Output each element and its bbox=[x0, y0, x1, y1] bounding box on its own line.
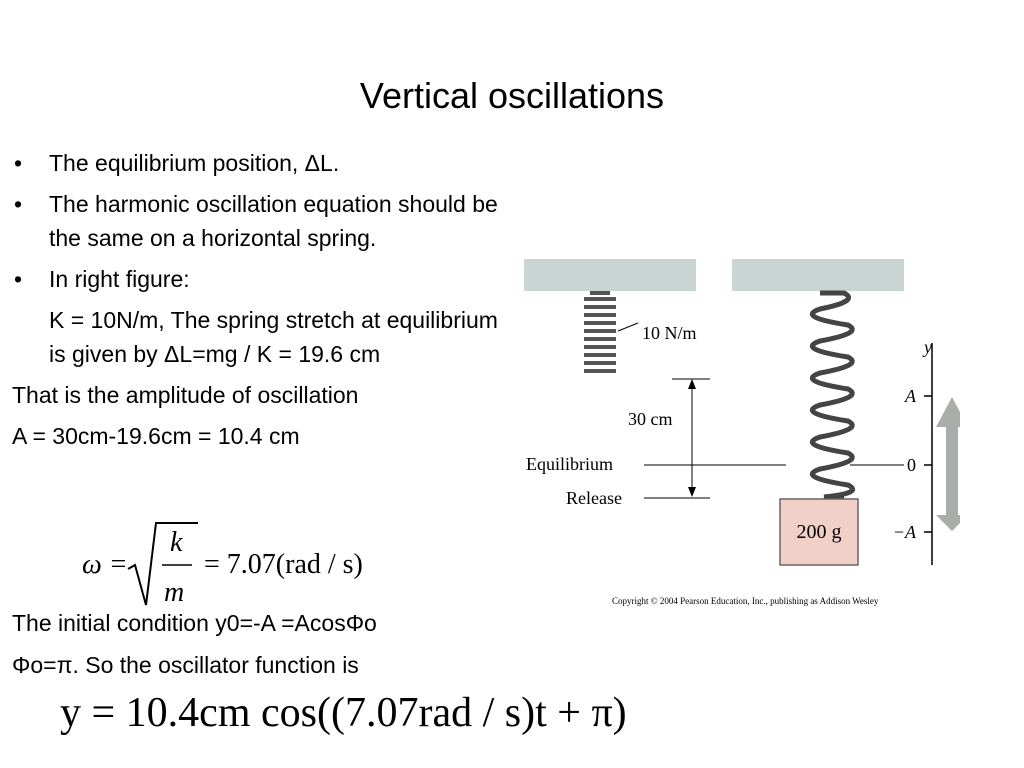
amplitude-intro: That is the amplitude of oscillation bbox=[12, 382, 359, 408]
sqrt-sign bbox=[127, 522, 198, 606]
omega-equation: ω = k m = 7.07(rad / s) bbox=[82, 522, 363, 608]
omega-rhs: = 7.07(rad / s) bbox=[204, 549, 363, 580]
spring-stretched bbox=[810, 290, 855, 500]
y-axis-label: y bbox=[922, 337, 932, 357]
tick-label-bottom: −A bbox=[893, 522, 917, 542]
bullet-dot: • bbox=[14, 191, 23, 217]
bullet-harmonic: • The harmonic oscillation equation shou… bbox=[12, 187, 502, 255]
amplitude-value: A = 30cm-19.6cm = 10.4 cm bbox=[12, 423, 300, 449]
distance-label: 30 cm bbox=[628, 409, 673, 429]
omega-numerator: k bbox=[170, 527, 183, 558]
bullet-text: In right figure: bbox=[49, 266, 190, 292]
tick-label-top: A bbox=[904, 386, 917, 406]
ceiling-left bbox=[524, 259, 696, 291]
oscillator-function: y = 10.4cm cos((7.07rad / s)t + π) bbox=[60, 690, 627, 736]
tick-label-zero: 0 bbox=[907, 455, 916, 475]
bullet-equilibrium: • The equilibrium position, ΔL. bbox=[12, 146, 502, 180]
oscillation-arrow bbox=[936, 397, 960, 531]
spring-figure: 200 g 10 N/m 30 cm Equilibrium Release y… bbox=[524, 259, 960, 566]
omega-lhs: ω = bbox=[82, 549, 128, 580]
bullet-right-figure: • In right figure: bbox=[12, 262, 502, 296]
equilibrium-label: Equilibrium bbox=[526, 454, 613, 474]
sub-paragraph: K = 10N/m, The spring stretch at equilib… bbox=[49, 307, 498, 367]
release-label: Release bbox=[566, 488, 622, 508]
mass-block bbox=[779, 498, 859, 566]
bullet-text: The harmonic oscillation equation should… bbox=[49, 191, 498, 251]
spring-constant-label: 10 N/m bbox=[642, 323, 697, 343]
oscillator-equation: y = 10.4cm cos((7.07rad / s)t + π) bbox=[60, 690, 627, 736]
bullet-dot: • bbox=[14, 150, 23, 176]
bullet-list: • The equilibrium position, ΔL. • The ha… bbox=[12, 146, 502, 460]
copyright-text: Copyright © 2004 Pearson Education, Inc.… bbox=[612, 596, 879, 606]
spring-unstretched bbox=[584, 291, 616, 373]
omega-denominator: m bbox=[164, 577, 184, 608]
slide-title: Vertical oscillations bbox=[359, 75, 665, 116]
mass-label: 200 g bbox=[797, 521, 842, 543]
ceiling-right bbox=[732, 259, 904, 291]
bullet-dot: • bbox=[14, 266, 23, 292]
phase-line: Φo=π. So the oscillator function is bbox=[12, 652, 359, 678]
initial-condition: The initial condition y0=-A =AcosΦo bbox=[12, 610, 377, 636]
bullet-text: The equilibrium position, ΔL. bbox=[49, 150, 340, 176]
